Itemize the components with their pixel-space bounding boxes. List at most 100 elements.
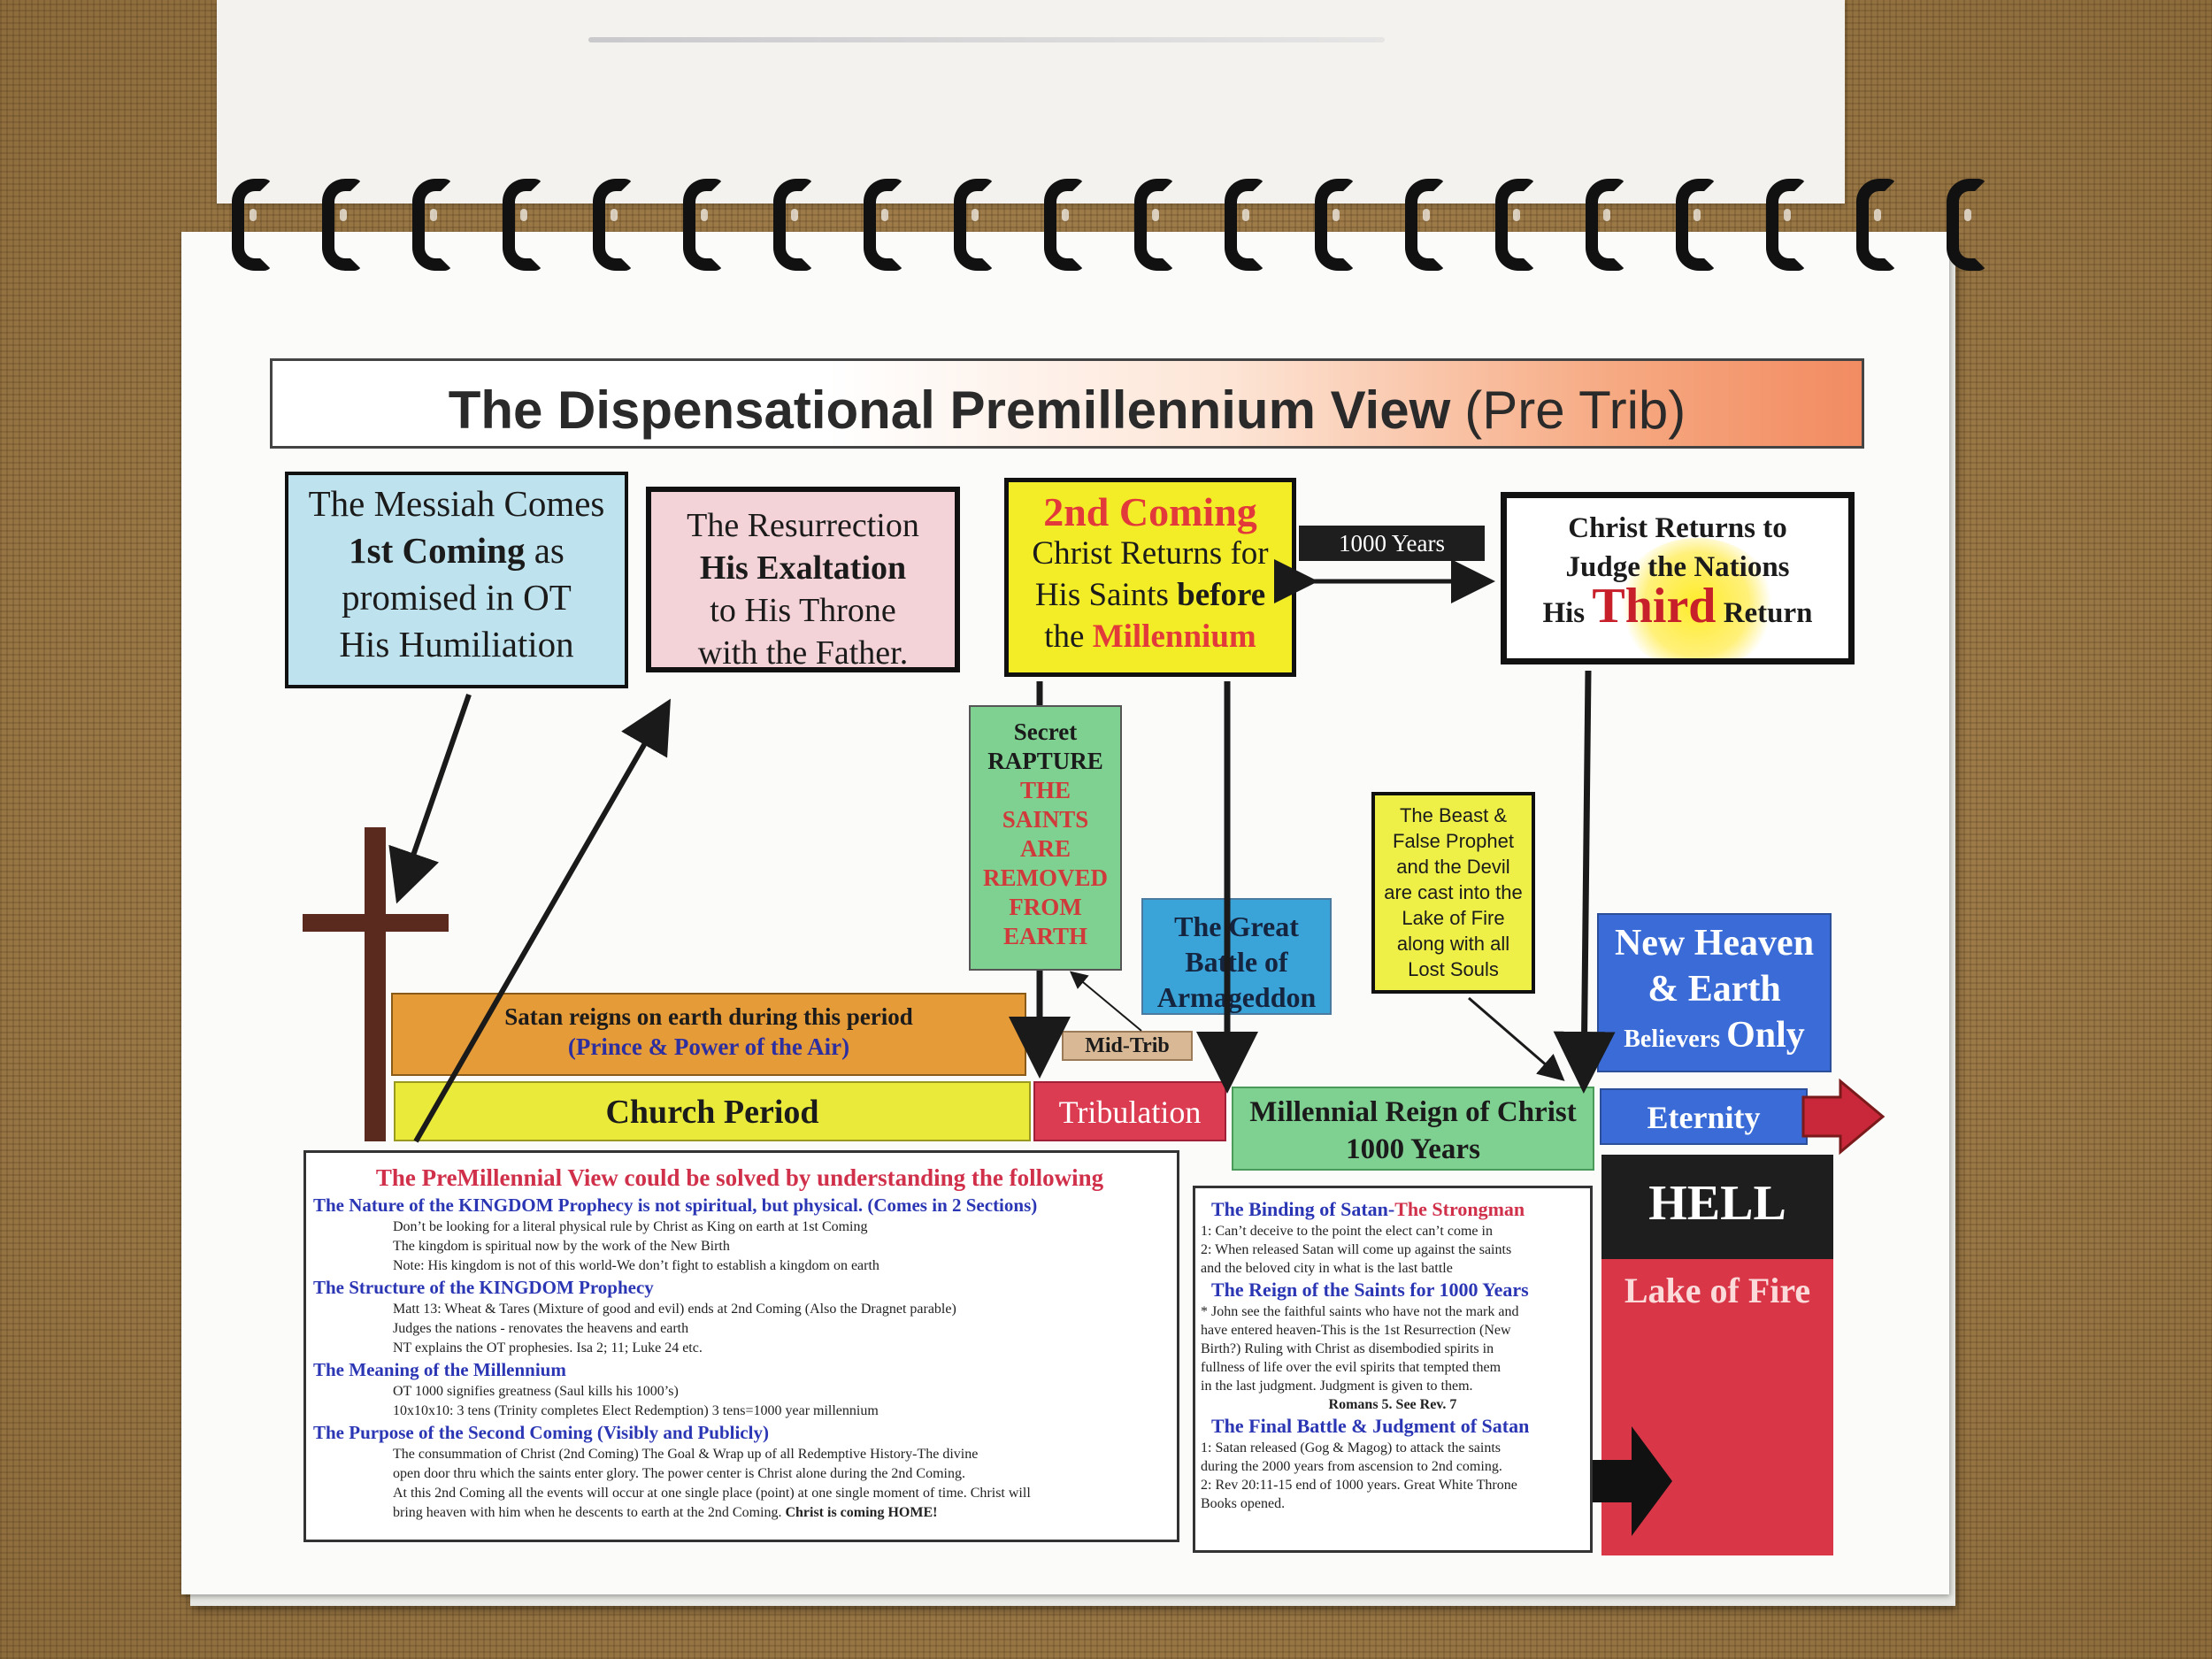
- thousand-years-label: 1000 Years: [1299, 526, 1485, 561]
- notes-section-title: The Nature of the KINGDOM Prophecy is no…: [313, 1194, 1038, 1216]
- notes-line: have entered heaven-This is the 1st Resu…: [1201, 1323, 1511, 1338]
- arrow-beast-to-judgment: [1468, 996, 1565, 1081]
- notes-section-title: The Meaning of the Millennium: [313, 1359, 566, 1380]
- hell-arrow-icon: [1593, 1426, 1672, 1536]
- arrow-to-resurrection: [413, 698, 671, 1143]
- notes-line: 10x10x10: 3 tens (Trinity completes Elec…: [393, 1403, 879, 1418]
- rapture-line4: SAINTS: [1002, 806, 1089, 833]
- rapture-line3: THE: [1019, 777, 1071, 803]
- second-coming-line4: the Millennium: [1044, 618, 1256, 655]
- beast-line7: Lost Souls: [1408, 958, 1499, 980]
- rapture-line1: Secret: [1013, 718, 1078, 745]
- faint-text-line: [588, 37, 1385, 42]
- rapture-line6: REMOVED: [983, 864, 1108, 891]
- notes-line: during the 2000 years from ascension to …: [1201, 1459, 1502, 1474]
- arrow-third-return: [1553, 670, 1616, 1094]
- notes-line: Note: His kingdom is not of this world-W…: [393, 1258, 879, 1273]
- rapture-line7: FROM: [1009, 894, 1082, 920]
- new-heaven-earth-box: New Heaven & Earth Believers Only: [1597, 913, 1832, 1072]
- page-title: The Dispensational Premillennium View (P…: [270, 358, 1864, 449]
- notes-line: and the beloved city in what is the last…: [1201, 1261, 1453, 1276]
- resurrection-line1: The Resurrection: [687, 507, 919, 544]
- armageddon-line1: The Great: [1174, 910, 1299, 942]
- millennial-line2: 1000 Years: [1346, 1133, 1480, 1165]
- notes-line: bring heaven with him when he descents t…: [393, 1505, 938, 1520]
- resurrection-box: The Resurrection His Exaltation to His T…: [646, 487, 960, 672]
- notes-line: At this 2nd Coming all the events will o…: [393, 1486, 1031, 1501]
- notes-line: Books opened.: [1201, 1496, 1286, 1511]
- notes-line: open door thru which the saints enter gl…: [393, 1466, 965, 1481]
- eternity-arrow-icon: [1801, 1078, 1886, 1156]
- notes-line: 1: Satan released (Gog & Magog) to attac…: [1201, 1440, 1502, 1455]
- resurrection-line3: to His Throne: [710, 592, 896, 629]
- cross-icon: [303, 827, 449, 1141]
- arrow-to-cross: [388, 694, 472, 904]
- notes-line: fullness of life over the evil spirits t…: [1201, 1360, 1502, 1375]
- notes-line: Birth?) Ruling with Christ as disembodie…: [1201, 1341, 1494, 1356]
- yellow-glow: [1617, 538, 1777, 658]
- notes-line: 2: Rev 20:11-15 end of 1000 years. Great…: [1201, 1478, 1517, 1493]
- first-coming-line2: 1st Coming as: [349, 530, 565, 571]
- beast-line3: and the Devil: [1396, 856, 1510, 878]
- romans-ref: Romans 5. See Rev. 7: [1328, 1397, 1457, 1412]
- back-page: [217, 0, 1845, 204]
- notes-section-title: The Structure of the KINGDOM Prophecy: [313, 1277, 654, 1298]
- prince-text: (Prince & Power of the Air): [567, 1033, 850, 1060]
- notes-line: 1: Can’t deceive to the point the elect …: [1201, 1224, 1493, 1239]
- beast-line1: The Beast &: [1399, 804, 1508, 826]
- title-main: The Dispensational Premillennium View: [448, 380, 1451, 440]
- resurrection-line4: with the Father.: [697, 634, 909, 672]
- notes-line: The consummation of Christ (2nd Coming) …: [393, 1447, 979, 1462]
- third-return-line1: Christ Returns to: [1568, 512, 1787, 544]
- notes-line: 2: When released Satan will come up agai…: [1201, 1242, 1512, 1257]
- final-battle-title: The Final Battle & Judgment of Satan: [1211, 1415, 1530, 1437]
- rapture-line2: RAPTURE: [987, 748, 1103, 774]
- satan-reigns-bar: Satan reigns on earth during this period…: [391, 993, 1026, 1076]
- resurrection-line2: His Exaltation: [699, 549, 907, 587]
- new-heaven-line1: New Heaven: [1614, 923, 1815, 964]
- second-coming-heading: 2nd Coming: [1043, 489, 1257, 534]
- millennial-line1: Millennial Reign of Christ: [1249, 1096, 1577, 1128]
- notes-line: Judges the nations - renovates the heave…: [393, 1321, 689, 1336]
- notes-line: * John see the faithful saints who have …: [1201, 1304, 1519, 1319]
- second-coming-line2: Christ Returns for: [1032, 535, 1269, 572]
- armageddon-line3: Armageddon: [1156, 981, 1317, 1013]
- third-return-line2: Judge the Nations: [1565, 551, 1790, 583]
- title-sub: (Pre Trib): [1464, 380, 1686, 440]
- satan-reigns-text: Satan reigns on earth during this period: [504, 1003, 913, 1030]
- notes-line: in the last judgment. Judgment is given …: [1201, 1379, 1473, 1394]
- beast-line6: along with all: [1396, 933, 1510, 955]
- notes-line: OT 1000 signifies greatness (Saul kills …: [393, 1384, 679, 1399]
- notes-line: Don’t be looking for a literal physical …: [393, 1219, 868, 1234]
- binding-title: The Binding of Satan-The Strongman: [1211, 1198, 1525, 1220]
- first-coming-line1: The Messiah Comes: [308, 483, 605, 524]
- arrow-mid-trib-to-rapture: [1069, 971, 1142, 1032]
- notes-line: Matt 13: Wheat & Tares (Mixture of good …: [393, 1302, 956, 1317]
- secret-rapture-box: Secret RAPTURE THE SAINTS ARE REMOVED FR…: [969, 705, 1122, 971]
- reign-title: The Reign of the Saints for 1000 Years: [1211, 1279, 1529, 1301]
- beast-line2: False Prophet: [1393, 830, 1514, 852]
- notes-section-title: The Purpose of the Second Coming (Visibl…: [313, 1422, 769, 1443]
- third-return-box: Christ Returns to Judge the Nations His …: [1501, 492, 1855, 664]
- first-coming-line3: promised in OT: [342, 577, 572, 618]
- armageddon-line2: Battle of: [1185, 946, 1288, 978]
- hell-box: HELL: [1601, 1155, 1833, 1259]
- notes-line: The kingdom is spiritual now by the work…: [393, 1239, 730, 1254]
- millennial-reign-bar: Millennial Reign of Christ 1000 Years: [1232, 1087, 1594, 1171]
- new-heaven-line2: & Earth: [1647, 969, 1781, 1010]
- second-coming-line3: His Saints before: [1034, 577, 1266, 613]
- second-coming-box: 2nd Coming Christ Returns for His Saints…: [1004, 478, 1296, 677]
- first-coming-box: The Messiah Comes 1st Coming as promised…: [285, 472, 628, 688]
- beast-line5: Lake of Fire: [1402, 907, 1505, 929]
- premillennial-notes: The PreMillennial View could be solved b…: [303, 1150, 1179, 1542]
- satan-saints-notes: The Binding of Satan-The Strongman 1: Ca…: [1193, 1186, 1593, 1553]
- armageddon-box: The Great Battle of Armageddon: [1141, 898, 1332, 1015]
- first-coming-line4: His Humiliation: [339, 624, 574, 664]
- eternity-bar: Eternity: [1600, 1088, 1808, 1145]
- notes-heading: The PreMillennial View could be solved b…: [375, 1164, 1104, 1191]
- notes-line: NT explains the OT prophesies. Isa 2; 11…: [393, 1340, 703, 1356]
- tribulation-bar: Tribulation: [1033, 1081, 1226, 1141]
- rapture-line5: ARE: [1019, 835, 1071, 862]
- new-heaven-line3: Believers Only: [1624, 1015, 1805, 1056]
